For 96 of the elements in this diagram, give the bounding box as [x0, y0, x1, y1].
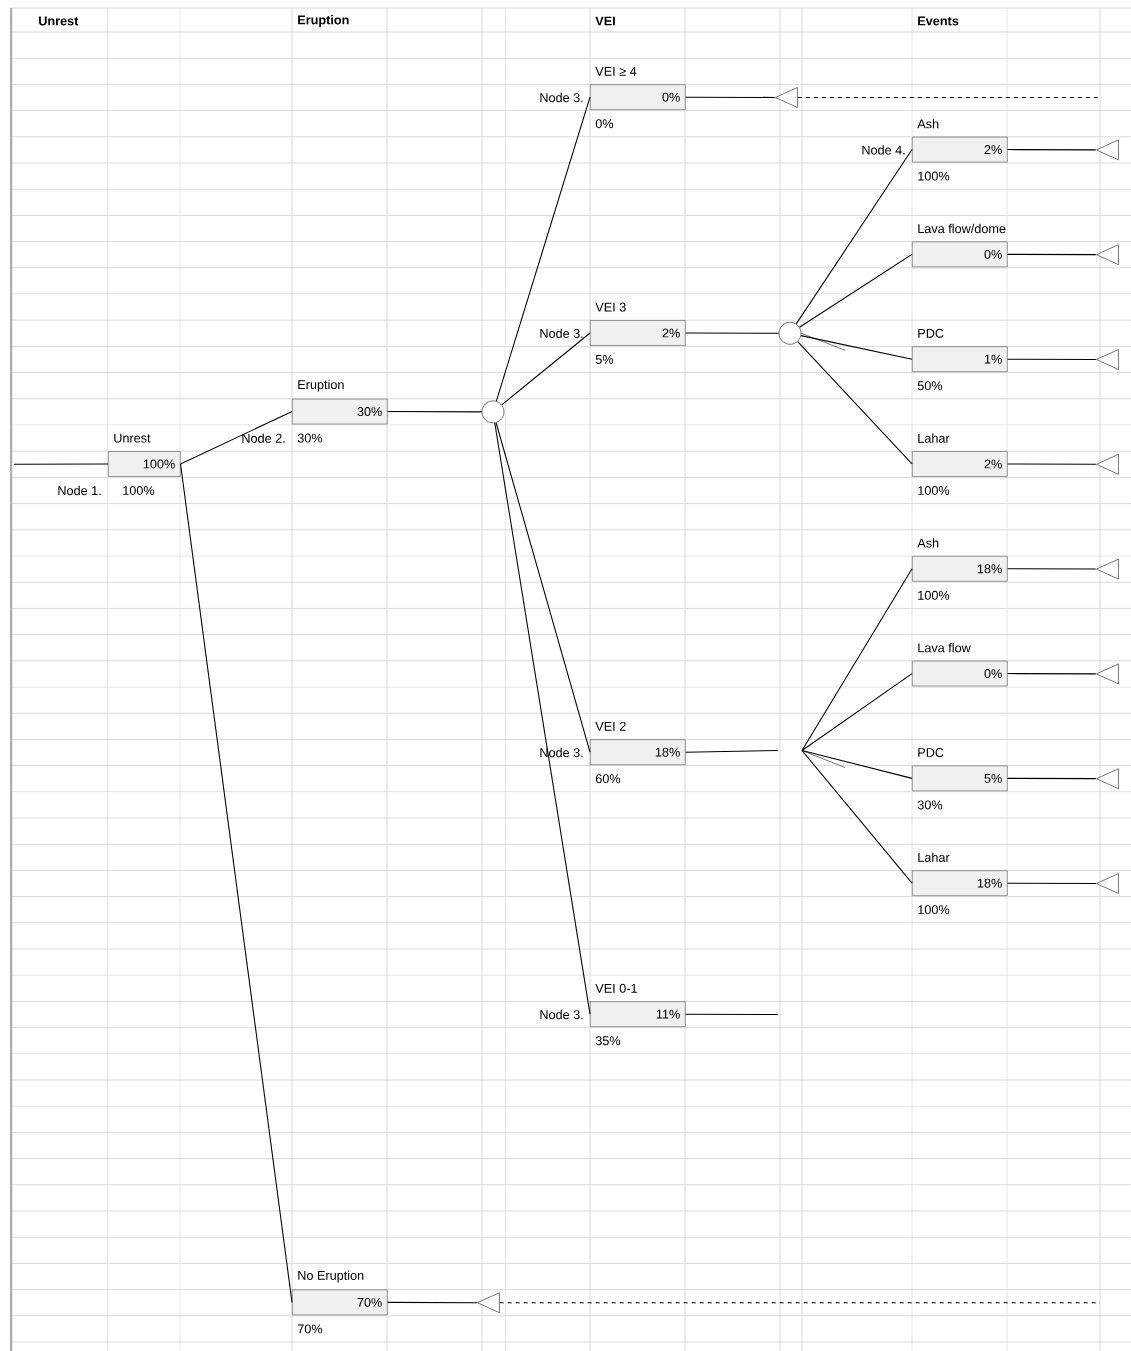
- terminal-triangle: [1096, 139, 1119, 161]
- probability-label: 60%: [595, 774, 621, 784]
- branch-label: No Eruption: [298, 1270, 364, 1283]
- chance-circle: [481, 400, 505, 424]
- branch-label: Ash: [917, 538, 939, 548]
- column-header: Unrest: [39, 16, 79, 26]
- probability-label: 100%: [918, 171, 950, 181]
- probability-label: 0%: [595, 119, 614, 129]
- dashed-line: [499, 1302, 1101, 1304]
- branch-label: Lahar: [918, 852, 950, 862]
- branch-line: [387, 411, 483, 413]
- branch-line: [495, 96, 591, 402]
- branch-label: VEI 2: [595, 721, 626, 731]
- probability-box: 1%: [912, 346, 1008, 372]
- branch-line: [180, 411, 293, 465]
- terminal-triangle: [1096, 349, 1119, 370]
- terminal-triangle: [1096, 768, 1119, 789]
- branch-line: [1007, 882, 1097, 884]
- probability-box: 0%: [912, 660, 1008, 687]
- terminal-triangle: [1096, 663, 1119, 685]
- branch-line: [1007, 253, 1097, 256]
- node-label: Node 3.: [540, 92, 583, 103]
- branch-line: [801, 749, 913, 884]
- branch-line: [494, 422, 591, 1015]
- branch-line: [1007, 777, 1097, 780]
- branch-line: [801, 568, 913, 752]
- branch-label: Lava flow/dome: [918, 223, 1006, 234]
- branch-line: [1007, 673, 1097, 675]
- branch-label: PDC: [918, 328, 944, 338]
- probability-box: 0%: [590, 84, 686, 110]
- probability-box: 5%: [912, 765, 1008, 792]
- probability-label: 30%: [917, 800, 943, 810]
- terminal-triangle: [477, 1292, 500, 1313]
- probability-label: 5%: [595, 355, 614, 364]
- probability-label: 70%: [297, 1324, 323, 1334]
- branch-line: [795, 149, 913, 325]
- branch-line: [797, 341, 913, 465]
- branch-line: [495, 422, 591, 753]
- probability-box: 2%: [590, 320, 686, 346]
- branch-line: [1007, 358, 1097, 360]
- branch-line: [685, 96, 776, 98]
- probability-label: 100%: [918, 486, 950, 495]
- terminal-triangle: [1096, 558, 1119, 580]
- probability-box: 11%: [590, 1001, 686, 1027]
- branch-line: [387, 1301, 478, 1304]
- probability-box: 18%: [912, 870, 1008, 896]
- branch-line: [13, 463, 109, 465]
- branch-line: [685, 332, 780, 334]
- node-label: Node 2.: [242, 433, 285, 443]
- column-header: VEI: [595, 16, 615, 26]
- branch-line: [1007, 149, 1097, 151]
- chance-circle: [778, 322, 802, 345]
- branch-label: Lava flow: [918, 643, 971, 653]
- branch-line: [801, 673, 913, 752]
- probability-label: 30%: [297, 433, 323, 443]
- probability-box: 2%: [912, 451, 1008, 477]
- branch-label: VEI 3: [595, 302, 626, 312]
- terminal-triangle: [1096, 244, 1119, 265]
- node-label: Node 3.: [540, 328, 583, 338]
- branch-line: [1007, 568, 1097, 570]
- node-label: Node 1.: [58, 485, 101, 496]
- column-header: Events: [918, 16, 959, 26]
- node-label: Node 3.: [540, 1009, 583, 1020]
- branch-label: Ash: [917, 119, 939, 129]
- branch-label: Lahar: [918, 433, 950, 443]
- branch-line: [685, 749, 779, 753]
- node-label: Node 4.: [862, 145, 905, 155]
- probability-box: 0%: [912, 241, 1008, 268]
- branch-label: VEI 0-1: [595, 983, 637, 993]
- probability-box: 18%: [590, 739, 686, 765]
- branch-line: [501, 332, 591, 406]
- probability-box: 18%: [912, 556, 1008, 582]
- dashed-line: [797, 96, 1101, 99]
- branch-line: [685, 1013, 779, 1016]
- probability-label: 100%: [123, 486, 155, 495]
- branch-label: VEI ≥ 4: [595, 66, 637, 76]
- terminal-triangle: [1096, 454, 1119, 475]
- column-header: Eruption: [298, 15, 349, 27]
- probability-box: 30%: [292, 398, 388, 425]
- terminal-triangle: [775, 87, 798, 108]
- branch-line: [798, 253, 913, 328]
- branch-label: Unrest: [114, 433, 151, 443]
- branch-label: PDC: [918, 748, 944, 757]
- branch-line: [801, 749, 913, 779]
- probability-box: 2%: [912, 136, 1008, 163]
- probability-label: 50%: [917, 381, 943, 391]
- probability-box: 100%: [108, 451, 181, 477]
- probability-box: 70%: [292, 1289, 388, 1316]
- branch-line: [800, 335, 913, 360]
- terminal-triangle: [1096, 873, 1119, 894]
- probability-label: 100%: [918, 905, 950, 915]
- branch-label: Eruption: [298, 379, 344, 392]
- probability-label: 35%: [595, 1036, 621, 1046]
- probability-label: 100%: [918, 590, 950, 600]
- branch-line: [180, 463, 293, 1303]
- branch-line: [1007, 463, 1097, 465]
